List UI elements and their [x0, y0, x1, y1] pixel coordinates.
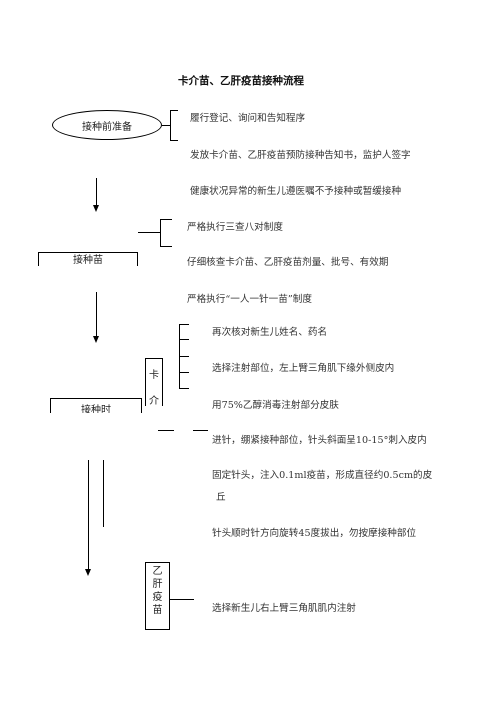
- bcg-step: 进针，绷紧接种部位，针头斜面呈10-15°刺入皮内: [212, 435, 427, 446]
- connector: [158, 430, 174, 431]
- prep-node: 接种前准备: [52, 110, 162, 140]
- arrow-head-icon: [85, 569, 91, 576]
- connector: [170, 599, 194, 600]
- connector: [138, 232, 160, 233]
- connector: [193, 430, 208, 431]
- divider-line: [103, 460, 104, 527]
- connector: [179, 324, 189, 325]
- bcg-step: 再次核对新生儿姓名、药名: [212, 327, 328, 338]
- connector: [160, 246, 172, 247]
- hepb-step: 选择新生儿右上臂三角肌肌内注射: [212, 603, 356, 614]
- connector: [179, 339, 189, 340]
- hepb-label: 乙肝疫苗: [152, 566, 163, 616]
- connector: [170, 110, 178, 111]
- connector: [179, 372, 189, 373]
- bcg-step: 固定针头，注入0.1ml疫苗，形成直径约0.5cm的皮: [212, 470, 433, 481]
- arrow-head-icon: [93, 205, 99, 212]
- bcg-step: 选择注射部位，左上臂三角肌下缘外侧皮内: [212, 363, 395, 374]
- bcg-node: 卡介: [145, 358, 163, 407]
- flow-arrow: [88, 460, 89, 570]
- connector: [160, 219, 161, 247]
- arrow-head-icon: [93, 336, 99, 343]
- connector: [162, 125, 170, 126]
- page-title: 卡介苗、乙肝疫苗接种流程: [178, 75, 304, 87]
- vaccination-label: 接种时: [81, 405, 111, 413]
- flow-arrow: [96, 292, 97, 338]
- bcg-step: 丘: [216, 492, 226, 503]
- connector: [179, 356, 189, 357]
- vaccine-check-label: 接种苗: [73, 255, 103, 266]
- bcg-step: 针头顺时针方向旋转45度拔出，勿按摩接种部位: [212, 528, 417, 539]
- connector: [160, 219, 172, 220]
- prep-step: 发放卡介苗、乙肝疫苗预防接种告知书，监护人签字: [190, 150, 411, 161]
- connector: [170, 110, 171, 140]
- vaccine-check-node: 接种苗: [38, 252, 138, 266]
- hepb-node: 乙肝疫苗: [145, 562, 170, 630]
- prep-node-label: 接种前准备: [82, 121, 132, 133]
- prep-step: 履行登记、询问和告知程序: [190, 113, 306, 124]
- vaccine-step: 严格执行“一人一针一苗”制度: [187, 294, 312, 305]
- flow-arrow: [96, 178, 97, 206]
- vaccination-node: 接种时: [50, 398, 142, 413]
- connector: [170, 140, 178, 141]
- prep-step: 健康状况异常的新生儿遵医嘱不予接种或暂缓接种: [190, 186, 402, 197]
- vaccine-step: 严格执行三查八对制度: [187, 222, 283, 233]
- vaccine-step: 仔细核查卡介苗、乙肝疫苗剂量、批号、有效期: [187, 257, 389, 268]
- bcg-label: 卡介: [149, 370, 159, 407]
- connector: [179, 388, 189, 389]
- bcg-step: 用75%乙醇消毒注射部分皮肤: [212, 400, 339, 411]
